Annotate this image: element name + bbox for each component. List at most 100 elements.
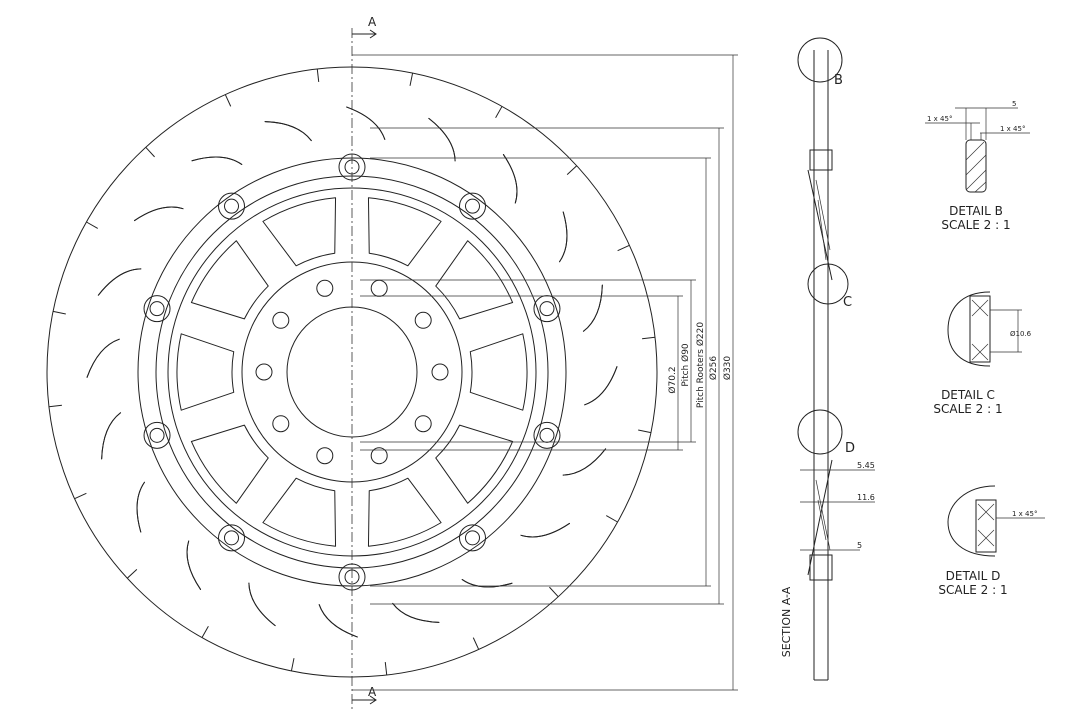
vent-slot-inner (582, 284, 603, 332)
vent-slot-inner (248, 582, 276, 627)
vent-slot-inner (392, 602, 440, 623)
section-marker-top: A (368, 15, 377, 29)
hub-hole (370, 279, 388, 297)
section-marker-bottom: A (368, 685, 377, 699)
vent-slot (264, 121, 312, 142)
rotor-bolt (218, 524, 246, 552)
hub-hole (414, 311, 432, 329)
edge-notch (48, 404, 62, 408)
detail-b-drawing (925, 107, 1030, 193)
rotor-bolt-hole (149, 427, 165, 443)
carrier-window (469, 333, 528, 411)
dim-d330: Ø330 (722, 356, 733, 381)
callout-c: C (843, 295, 852, 310)
vent-slot (428, 117, 456, 162)
rotor-bolt-hole (464, 530, 480, 546)
rotor-bolt (143, 421, 171, 449)
section-dim-5: 5 (857, 541, 862, 550)
hub-hole (370, 447, 388, 465)
carrier-window (190, 240, 269, 320)
vent-slot-inner (97, 268, 142, 296)
edge-notch (145, 146, 155, 158)
edge-notch (52, 310, 66, 315)
detail-b-scale: SCALE 2 : 1 (941, 218, 1010, 232)
carrier-window (176, 333, 235, 411)
callout-circle-c (807, 263, 849, 305)
vent-slot-inner (134, 206, 184, 222)
section-view (797, 37, 875, 681)
callout-circle-d (797, 409, 843, 455)
rotor-bolt-hole (149, 301, 165, 317)
rotor-bolt-hole (539, 301, 555, 317)
vent-slot (562, 448, 607, 476)
vent-slot-inner (559, 211, 568, 263)
detail-c-dim: Ø10.6 (1010, 330, 1032, 338)
carrier-window (190, 424, 269, 504)
dim-pitch90: Pitch Ø90 (680, 343, 691, 387)
rotor-bolt (143, 295, 171, 323)
vent-slot-inner (428, 117, 456, 162)
rotor-bolt (458, 192, 486, 220)
vent-slot (97, 268, 142, 296)
edge-notch (409, 72, 414, 86)
vent-slot-inner (346, 106, 386, 140)
vent-slot-inner (136, 481, 145, 533)
detail-d-title: DETAIL D (946, 569, 1001, 583)
vent-slot-inner (520, 522, 570, 538)
vent-slot-inner (186, 540, 202, 590)
hub-hole (414, 415, 432, 433)
vent-slot-inner (461, 579, 513, 588)
rotor-bolt (458, 524, 486, 552)
section-label: SECTION A-A (780, 586, 793, 657)
callout-b: B (834, 73, 843, 88)
edge-notch (201, 626, 209, 638)
vent-slot-inner (584, 366, 618, 406)
vent-slot-inner (86, 338, 120, 378)
detail-b-chamfer-2: 1 x 45° (1000, 125, 1025, 133)
edge-notch (642, 336, 656, 340)
vent-slot-inner (191, 156, 243, 165)
edge-notch (86, 221, 98, 229)
rotor-bolt (218, 192, 246, 220)
vent-slot (584, 366, 618, 406)
vent-slot (86, 338, 120, 378)
section-dim-545: 5.45 (857, 461, 875, 470)
edge-notch (617, 244, 630, 252)
edge-notch (638, 429, 652, 434)
detail-c-title: DETAIL C (941, 388, 995, 402)
detail-c-scale: SCALE 2 : 1 (933, 402, 1002, 416)
callout-d: D (845, 441, 855, 456)
vent-slot (248, 582, 276, 627)
vent-slot-inner (562, 448, 607, 476)
dim-d256: Ø256 (708, 356, 719, 381)
detail-d-drawing (947, 485, 1045, 557)
vent-slot-inner (101, 412, 122, 460)
hub-hole (272, 415, 290, 433)
edge-notch (549, 586, 559, 598)
vent-slot-inner (264, 121, 312, 142)
hub-hole (316, 279, 334, 297)
vent-slot (392, 602, 440, 623)
dimension-lines (352, 54, 738, 691)
edge-notch (224, 94, 232, 107)
edge-notch (126, 569, 138, 579)
carrier-window (435, 240, 514, 320)
rotor-bolt (533, 421, 561, 449)
detail-d-scale: SCALE 2 : 1 (938, 583, 1007, 597)
detail-c-drawing (947, 291, 1022, 367)
detail-b-title: DETAIL B (949, 204, 1003, 218)
detail-b-chamfer-1: 1 x 45° (927, 115, 952, 123)
carrier-window (367, 477, 442, 547)
hub-hole (431, 363, 449, 381)
hub-hole (272, 311, 290, 329)
edge-notch (316, 68, 320, 82)
carrier-window (367, 197, 442, 267)
edge-notch (384, 662, 388, 676)
vent-slot-inner (318, 604, 358, 638)
detail-d-chamfer: 1 x 45° (1012, 510, 1037, 518)
dim-d70: Ø70.2 (667, 366, 678, 393)
section-dim-116: 11.6 (857, 493, 875, 502)
carrier-window (262, 477, 337, 547)
carrier-window (262, 197, 337, 267)
